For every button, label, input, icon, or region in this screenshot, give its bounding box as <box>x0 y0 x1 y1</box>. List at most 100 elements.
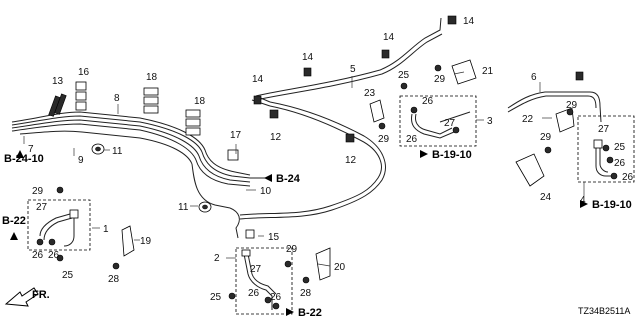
part-label-16: 16 <box>78 67 90 78</box>
bolt-28-b <box>302 276 310 284</box>
part-label-10: 10 <box>260 186 272 197</box>
part-label-4: 4 <box>580 195 586 206</box>
ref-b22-bottom: B-22 <box>298 307 322 319</box>
part-label-27-c: 27 <box>444 118 456 129</box>
detail-box-4 <box>577 115 635 183</box>
bolt-25-d <box>602 144 610 152</box>
bolt-29-a <box>434 64 442 72</box>
part-label-20: 20 <box>334 262 346 273</box>
ref-b19-10-right: B-19-10 <box>592 199 632 211</box>
ref-arrows <box>10 150 588 316</box>
part-label-29-d: 29 <box>286 244 298 255</box>
part-label-1: 1 <box>103 224 109 235</box>
clamp-17 <box>227 149 239 161</box>
bolt-29-d <box>284 260 292 268</box>
part-label-11-bottom: 11 <box>178 202 189 213</box>
clip-12-a <box>269 109 279 119</box>
part-label-25-a: 25 <box>398 70 410 81</box>
ref-b24: B-24 <box>276 173 301 185</box>
part-label-27-d: 27 <box>598 124 610 135</box>
hose-assembly-2 <box>241 249 280 310</box>
part-label-21: 21 <box>482 66 494 77</box>
part-label-8: 8 <box>114 93 120 104</box>
leader-lines <box>23 71 585 267</box>
part-label-26-d: 26 <box>270 292 282 303</box>
part-label-29-e: 29 <box>566 100 578 111</box>
reference-labels: B-24-10 B-24 B-22 B-22 B-19-10 B-19-10 <box>2 149 632 319</box>
part-label-28-b: 28 <box>300 288 312 299</box>
clip-12-b <box>345 133 355 143</box>
clip-18-mid <box>185 109 201 136</box>
front-label: FR. <box>32 289 50 301</box>
part-label-26-b: 26 <box>48 250 60 261</box>
bracket-19 <box>121 225 135 257</box>
part-label-29-b: 29 <box>378 134 390 145</box>
part-label-23: 23 <box>364 88 376 99</box>
bolt-29-e <box>566 108 574 116</box>
part-label-7: 7 <box>28 144 34 155</box>
part-label-14-c: 14 <box>302 52 314 63</box>
part-label-26-c: 26 <box>248 288 260 299</box>
part-label-14-a: 14 <box>463 16 475 27</box>
ref-b19-10-mid: B-19-10 <box>432 149 472 161</box>
hose-assembly-4 <box>593 139 618 180</box>
part-label-5: 5 <box>350 64 356 75</box>
part-label-26-e: 26 <box>422 96 434 107</box>
part-label-12-b: 12 <box>345 155 357 166</box>
bolt-25-a <box>400 82 408 90</box>
diagram-code: TZ34B2511A <box>578 306 630 316</box>
part-label-19: 19 <box>140 236 152 247</box>
part-label-18-top: 18 <box>146 72 158 83</box>
part-label-17: 17 <box>230 130 242 141</box>
part-label-14-b: 14 <box>383 32 395 43</box>
part-label-14-d: 14 <box>252 74 264 85</box>
hose-assembly-3 <box>410 106 460 139</box>
part-label-25-c: 25 <box>210 292 222 303</box>
part-label-22: 22 <box>522 114 534 125</box>
grommet-11-bottom <box>198 201 212 213</box>
part-label-18-mid: 18 <box>194 96 206 107</box>
part-label-25-b: 25 <box>62 270 74 281</box>
part-label-6: 6 <box>531 72 537 83</box>
part-number-labels: 1 2 3 4 5 6 7 8 9 10 11 11 12 12 13 14 1… <box>28 16 634 303</box>
part-label-3: 3 <box>487 116 493 127</box>
ref-b24-10: B-24-10 <box>4 153 44 165</box>
pipe-5 <box>255 17 443 101</box>
part-label-27-a: 27 <box>36 202 48 213</box>
part-label-26-f: 26 <box>406 134 418 145</box>
front-direction-arrow: FR. <box>4 287 50 307</box>
detail-box-1 <box>27 199 91 251</box>
main-brake-pipe-bundle <box>11 111 270 239</box>
part-label-27-b: 27 <box>250 264 262 275</box>
part-label-26-g: 26 <box>614 158 626 169</box>
part-label-12-a: 12 <box>270 132 282 143</box>
bolt-28-a <box>112 262 120 270</box>
clip-14-d <box>253 95 262 105</box>
long-pipe-to-rear <box>239 95 386 220</box>
part-label-26-a: 26 <box>32 250 44 261</box>
clip-16 <box>75 81 87 111</box>
part-label-29-a: 29 <box>434 74 446 85</box>
part-label-26-h: 26 <box>622 172 634 183</box>
grommet-11-top <box>91 143 105 155</box>
part-label-2: 2 <box>214 253 220 264</box>
part-label-29-c: 29 <box>32 186 44 197</box>
bracket-20 <box>315 247 331 281</box>
part-label-28-a: 28 <box>108 274 120 285</box>
clip-14-a <box>447 15 457 25</box>
clip-14-e <box>575 71 584 81</box>
detail-box-2 <box>235 247 293 315</box>
part-label-25-d: 25 <box>614 142 626 153</box>
bolt-29-b <box>378 122 386 130</box>
clip-14-b <box>381 49 390 59</box>
bracket-24 <box>515 153 545 187</box>
clip-13 <box>48 93 67 117</box>
part-label-9: 9 <box>78 155 84 166</box>
part-label-24: 24 <box>540 192 552 203</box>
part-label-11-top: 11 <box>112 146 123 157</box>
detail-box-3 <box>399 95 477 147</box>
clip-14-c <box>303 67 312 77</box>
bolt-29-c <box>56 186 64 194</box>
